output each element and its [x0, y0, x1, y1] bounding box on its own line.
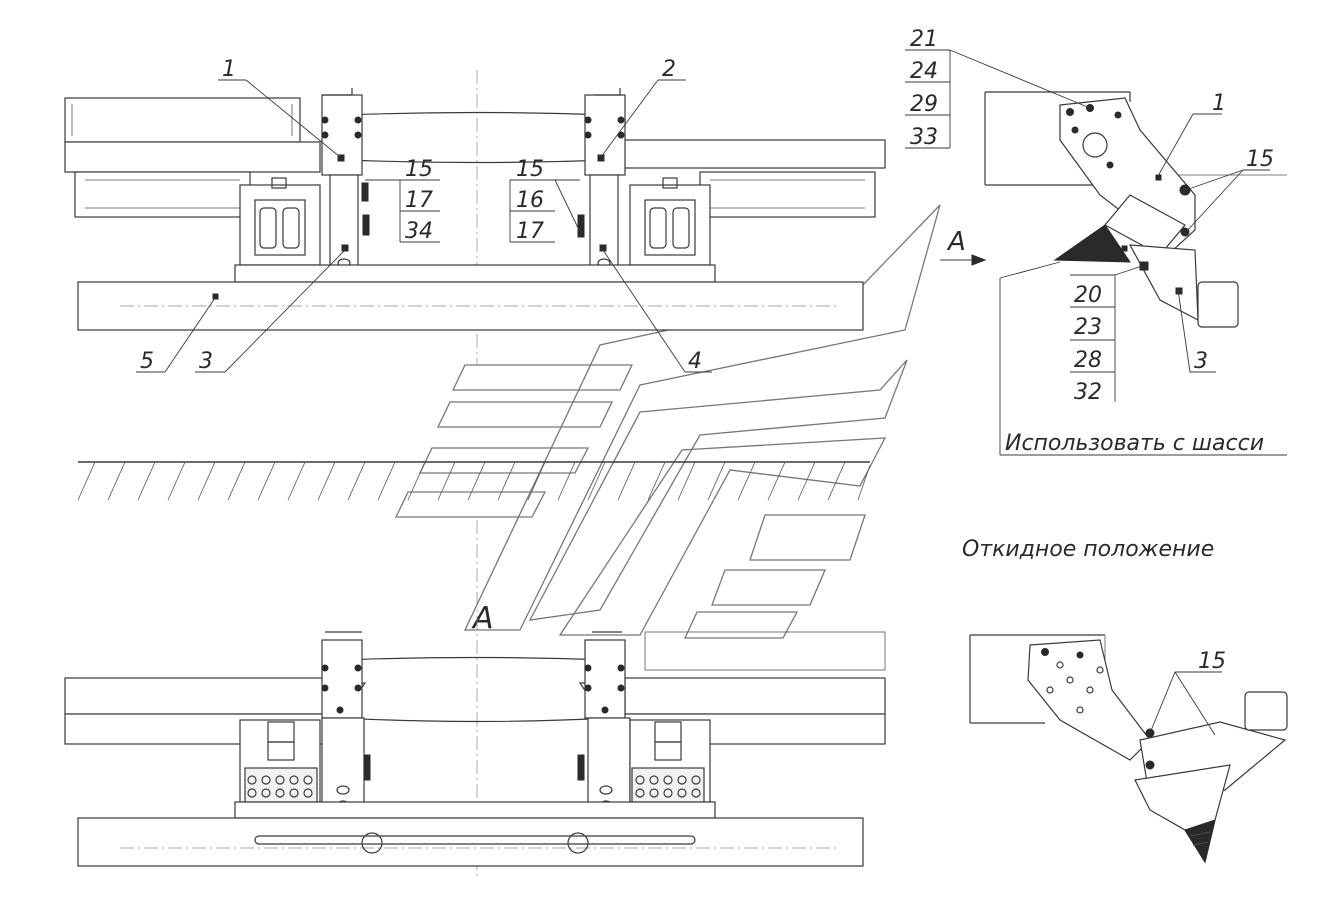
label-part-5: 5 — [140, 349, 154, 374]
label-23: 23 — [1074, 315, 1102, 340]
label-15-left: 15 — [405, 157, 433, 182]
label-29: 29 — [910, 92, 938, 117]
label-16-right: 16 — [516, 188, 544, 213]
label-view-a: A — [471, 601, 494, 636]
ground-hatch — [77, 461, 871, 501]
top-view-leaders — [136, 79, 712, 373]
label-view-arrow-a: A — [946, 227, 966, 257]
label-17-right: 17 — [516, 219, 544, 244]
label-part-1: 1 — [222, 57, 236, 82]
label-part-2: 2 — [662, 57, 676, 82]
top-view-labels: 1 2 15 17 34 15 16 17 5 3 4 — [140, 57, 702, 374]
label-17-left: 17 — [405, 188, 433, 213]
top-view-assembly — [64, 70, 886, 365]
label-24: 24 — [910, 59, 938, 84]
label-section-3: 3 — [1194, 349, 1208, 374]
label-32: 32 — [1074, 380, 1102, 405]
folded-position-view — [969, 634, 1288, 864]
caption-folded-position: Откидное положение — [962, 537, 1214, 562]
label-part-4: 4 — [688, 349, 702, 374]
label-section-15: 15 — [1246, 147, 1274, 172]
label-15-right: 15 — [516, 157, 544, 182]
label-section-1: 1 — [1212, 91, 1226, 116]
label-28: 28 — [1074, 348, 1102, 373]
section-view-a — [984, 91, 1287, 328]
label-33: 33 — [910, 125, 938, 150]
folded-view-leaders: 15 — [1149, 649, 1226, 736]
label-20: 20 — [1074, 283, 1102, 308]
label-part-3: 3 — [199, 349, 213, 374]
section-view-labels: 21 24 29 33 1 15 20 23 28 32 3 A Использ… — [910, 27, 1274, 456]
caption-chassis-note: Использовать с шасси — [1005, 431, 1264, 456]
label-34-left: 34 — [405, 219, 433, 244]
front-view-assembly — [64, 520, 886, 880]
label-folded-15: 15 — [1198, 649, 1226, 674]
section-view-leaders — [905, 49, 1287, 456]
label-21: 21 — [910, 27, 938, 52]
